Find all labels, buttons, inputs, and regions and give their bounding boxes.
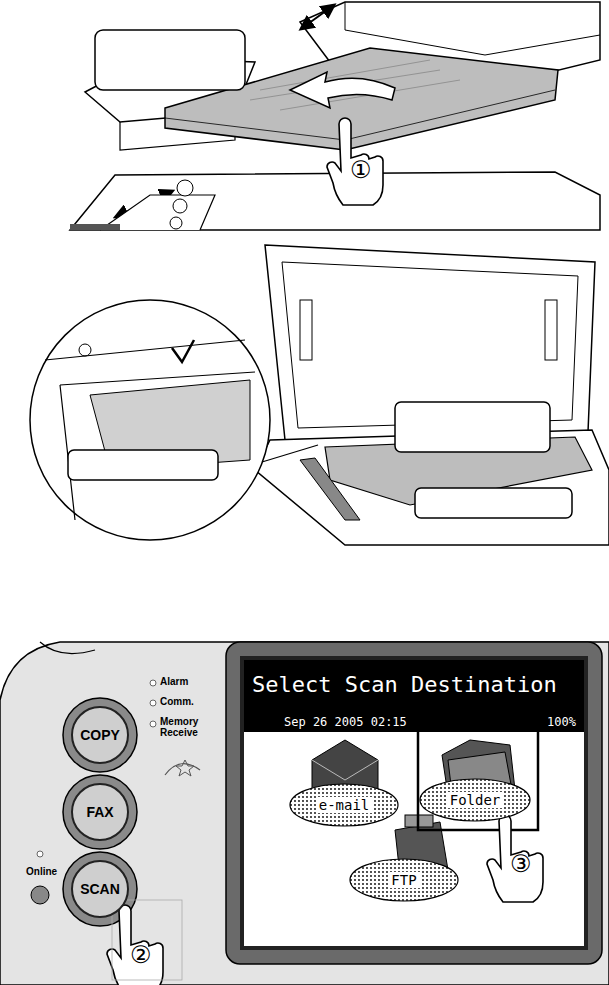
callout-number: ② xyxy=(130,942,152,968)
touch-screen: Select Scan DestinationSep 26 2005 02:15… xyxy=(244,660,584,946)
destination-label: Folder xyxy=(447,792,504,808)
callout-number: ① xyxy=(350,157,372,183)
callout-number: ③ xyxy=(510,851,532,877)
indicator-label: Memory Receive xyxy=(160,716,218,738)
indicator-label: Comm. xyxy=(160,696,194,707)
destination-button: Folder xyxy=(419,778,531,822)
indicator-label: Online xyxy=(26,866,57,877)
destination-button: e-mail xyxy=(289,783,399,827)
status-text: 100% xyxy=(547,715,576,729)
screen-title: Select Scan Destination xyxy=(252,672,557,697)
mode-button: SCAN xyxy=(71,860,129,918)
destination-label: FTP xyxy=(388,872,419,888)
button-label: SCAN xyxy=(80,881,120,897)
destination-label: e-mail xyxy=(316,797,373,813)
destination-button: FTP xyxy=(349,858,459,902)
document-feeder xyxy=(0,2,609,230)
button-label: FAX xyxy=(86,804,113,820)
status-text: Sep 26 2005 02:15 xyxy=(284,715,407,729)
operation-panel xyxy=(0,642,609,985)
platen-glass xyxy=(30,245,609,545)
button-label: COPY xyxy=(80,727,120,743)
mode-button: FAX xyxy=(71,783,129,841)
indicator-label: Alarm xyxy=(160,676,188,687)
mode-button: COPY xyxy=(71,706,129,764)
